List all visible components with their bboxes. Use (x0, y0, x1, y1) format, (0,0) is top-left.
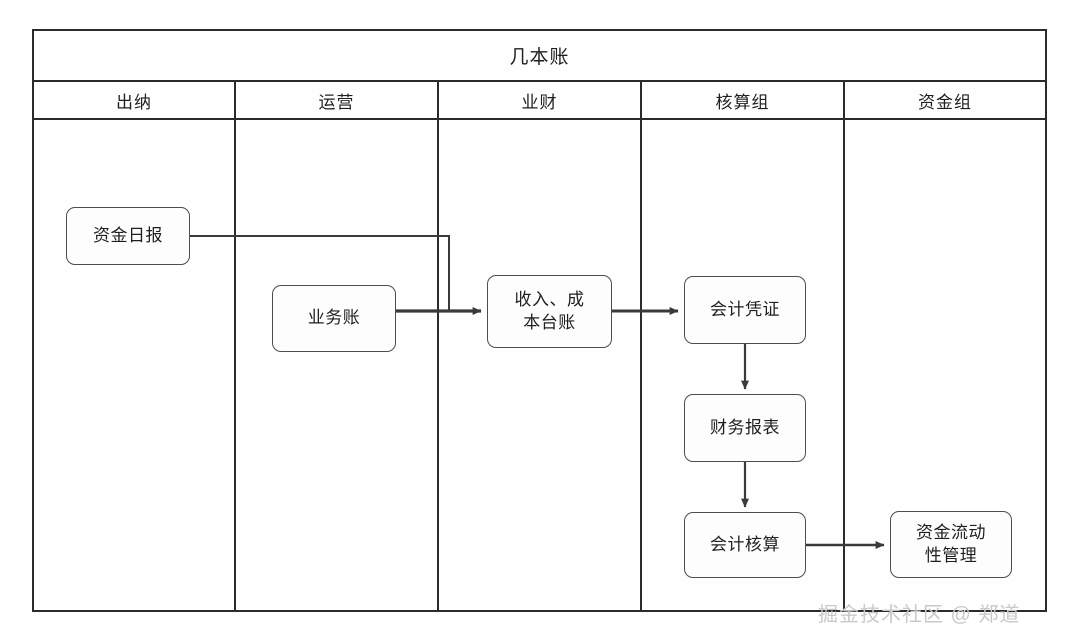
lane-divider-2 (437, 120, 439, 610)
lane-divider-3 (640, 120, 642, 610)
watermark: 掘金技术社区 @ 郑道 (818, 604, 1021, 626)
lane-header-row: 出纳 运营 业财 核算组 资金组 (34, 82, 1045, 120)
node-accounting-voucher[interactable]: 会计凭证 (684, 276, 806, 344)
lane-header-bizfin: 业财 (437, 82, 640, 118)
node-liquidity-management[interactable]: 资金流动 性管理 (890, 511, 1012, 578)
lane-header-accounting: 核算组 (640, 82, 843, 118)
node-financial-statements[interactable]: 财务报表 (684, 394, 806, 462)
node-capital-daily-report[interactable]: 资金日报 (66, 207, 190, 265)
page-title: 几本账 (509, 47, 570, 68)
lane-header-label: 出纳 (116, 92, 152, 112)
node-income-cost-ledger[interactable]: 收入、成 本台账 (487, 275, 612, 348)
lane-header-label: 资金组 (918, 92, 972, 112)
lane-divider-1 (234, 120, 236, 610)
lane-header-label: 运营 (318, 92, 355, 112)
node-business-ledger[interactable]: 业务账 (272, 285, 396, 352)
node-accounting-calculation[interactable]: 会计核算 (684, 512, 806, 578)
lane-header-label: 业财 (521, 92, 558, 112)
lane-header-cashier: 出纳 (34, 82, 234, 118)
lane-header-label: 核算组 (715, 92, 770, 112)
lane-header-operation: 运营 (234, 82, 437, 118)
lane-divider-4 (843, 120, 845, 610)
diagram-title-row: 几本账 (34, 31, 1045, 82)
lane-header-treasury: 资金组 (843, 82, 1045, 118)
